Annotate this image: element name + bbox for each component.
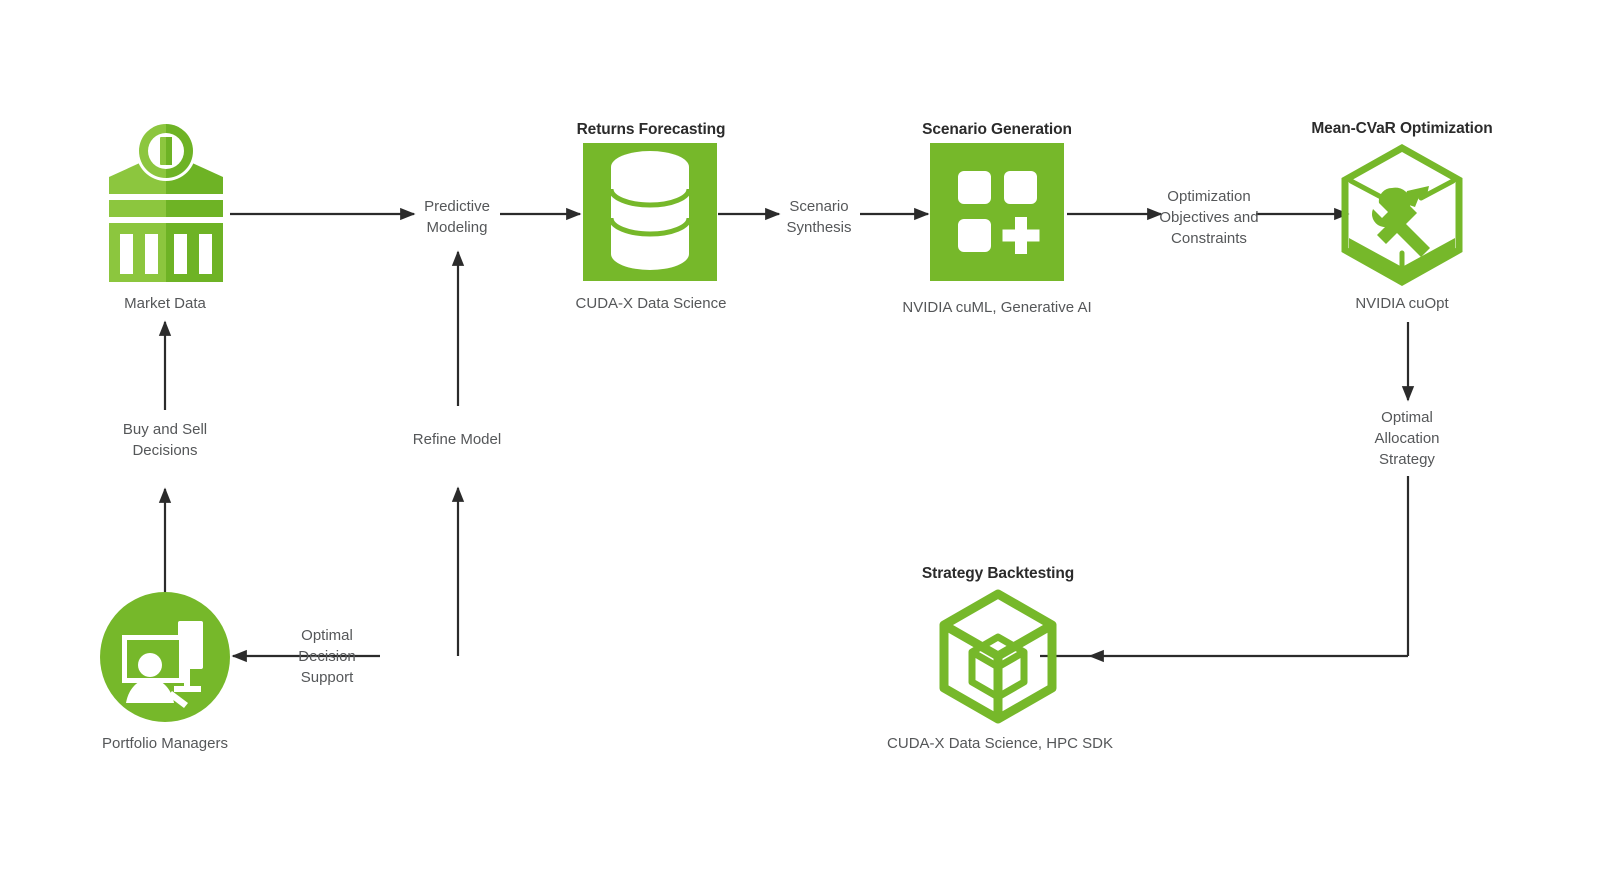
returns-forecasting-icon-wrap (583, 143, 717, 281)
optimal-allocation-line2: Allocation (1374, 430, 1440, 447)
optimal-decision-line3: Support (300, 669, 354, 686)
edge-label-optimization-objectives: Optimization Objectives and Constraints (1159, 186, 1258, 249)
optimization-line1: Optimization (1167, 188, 1251, 205)
edge-label-refine-model: Refine Model (413, 429, 501, 450)
scenario-synthesis-line2: Synthesis (786, 219, 852, 236)
bank-building-icon (109, 121, 223, 282)
buy-sell-line2: Decisions (132, 442, 198, 459)
refine-model-line1: Refine Model (412, 431, 502, 448)
predictive-modeling-line1: Predictive (424, 198, 490, 215)
scenario-generation-caption: NVIDIA cuML, Generative AI (902, 299, 1092, 316)
returns-forecasting-caption: CUDA-X Data Science (575, 295, 727, 312)
optimal-allocation-line3: Strategy (1379, 451, 1435, 468)
predictive-modeling-line2: Modeling (426, 219, 488, 236)
person-at-monitors-icon (100, 592, 230, 722)
market-data-caption: Market Data (124, 295, 206, 312)
edge-label-buy-and-sell-decisions: Buy and Sell Decisions (123, 419, 207, 461)
strategy-backtesting-title: Strategy Backtesting (921, 565, 1075, 582)
optimization-line3: Constraints (1171, 230, 1247, 247)
edge-label-predictive-modeling: Predictive Modeling (424, 196, 490, 238)
optimal-decision-line1: Optimal (301, 627, 353, 644)
strategy-backtesting-icon-wrap (938, 589, 1058, 724)
strategy-backtesting-caption: CUDA-X Data Science, HPC SDK (887, 735, 1113, 752)
edge-label-scenario-synthesis: Scenario Synthesis (786, 196, 851, 238)
portfolio-managers-caption: Portfolio Managers (102, 735, 228, 752)
portfolio-managers-icon-wrap (100, 592, 230, 722)
mean-cvar-icon-wrap (1341, 143, 1463, 287)
scenario-synthesis-line1: Scenario (789, 198, 849, 215)
scenario-generation-icon-wrap (930, 143, 1064, 281)
optimal-allocation-line1: Optimal (1381, 409, 1433, 426)
returns-forecasting-title: Returns Forecasting (576, 121, 726, 138)
cube-outline-icon (939, 589, 1057, 724)
market-data-icon-wrap (105, 121, 227, 282)
edge-label-optimal-decision-support: Optimal Decision Support (298, 625, 356, 688)
scenario-generation-title: Scenario Generation (922, 121, 1072, 138)
edge-label-optimal-allocation: Optimal Allocation Strategy (1374, 407, 1439, 470)
optimal-decision-line2: Decision (298, 648, 356, 665)
mean-cvar-title: Mean-CVaR Optimization (1311, 120, 1493, 137)
mean-cvar-caption: NVIDIA cuOpt (1355, 295, 1449, 312)
database-cylinder-icon (583, 143, 717, 281)
optimization-line2: Objectives and (1159, 209, 1259, 226)
grid-plus-icon (930, 143, 1064, 281)
hexagon-tools-icon (1341, 143, 1463, 287)
buy-sell-line1: Buy and Sell (122, 421, 208, 438)
